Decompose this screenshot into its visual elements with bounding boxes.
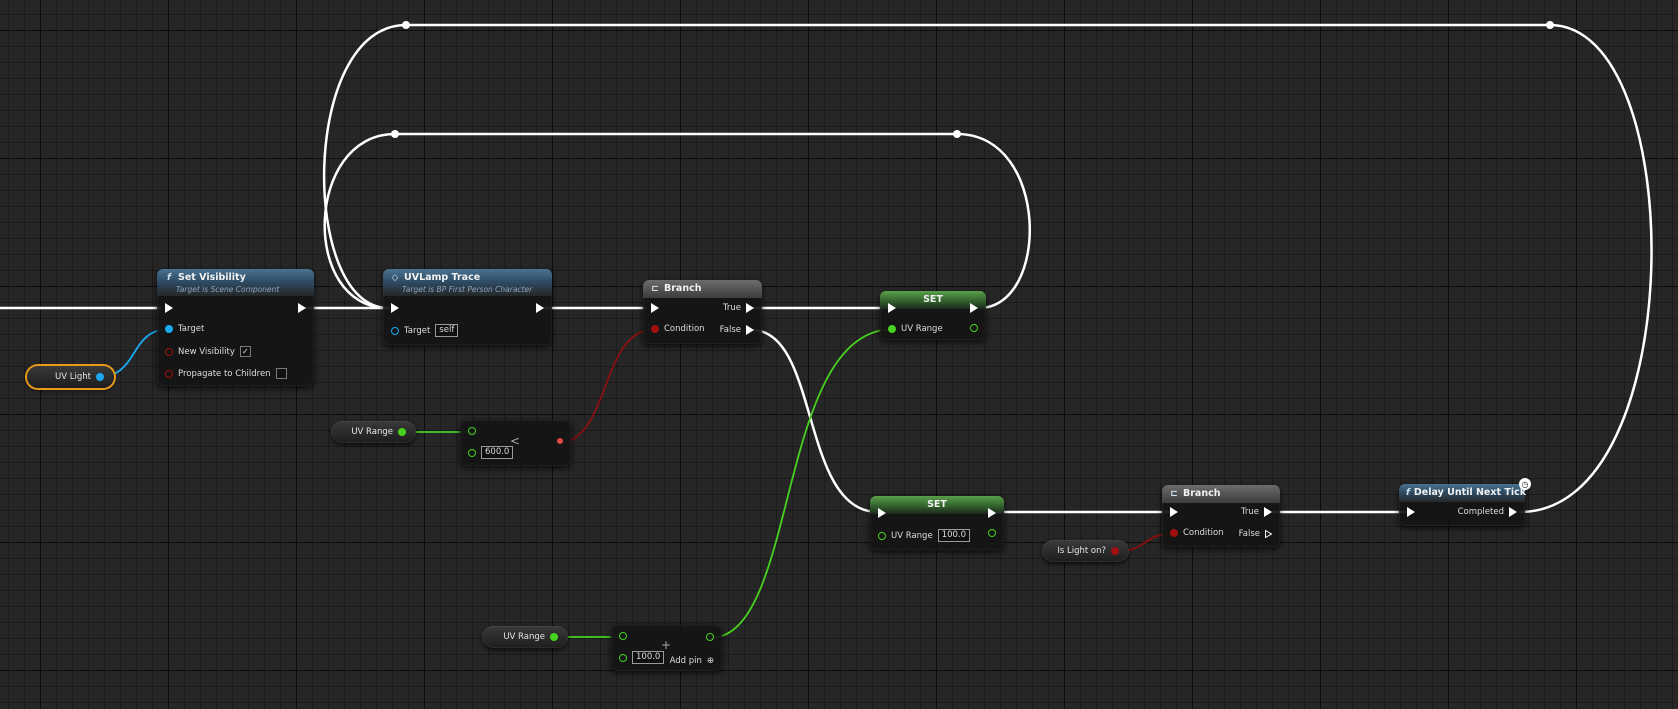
uv-range-variable-node[interactable]: UV Range bbox=[331, 421, 416, 443]
float-output-pin[interactable] bbox=[550, 633, 558, 641]
exec-output-pin[interactable] bbox=[970, 303, 978, 313]
clock-icon: ◷ bbox=[1519, 478, 1531, 490]
branch-node-1[interactable]: ⊏ Branch True Condition False bbox=[643, 280, 762, 344]
exec-input-pin[interactable] bbox=[1407, 507, 1415, 517]
node-header: ⊏ Branch bbox=[643, 280, 762, 298]
b-value-field[interactable]: 100.0 bbox=[632, 651, 665, 664]
branch-icon: ⊏ bbox=[1170, 489, 1178, 499]
reroute-knot bbox=[1546, 21, 1554, 29]
is-light-on-variable-node[interactable]: Is Light on? bbox=[1042, 540, 1129, 562]
function-icon: f bbox=[1406, 488, 1410, 498]
set-visibility-node[interactable]: f Set Visibility Target is Scene Componen… bbox=[157, 269, 314, 386]
a-input-pin[interactable] bbox=[468, 427, 476, 435]
variable-label: UV Range bbox=[503, 632, 545, 642]
exec-wire-delay-loop-back bbox=[322, 23, 1653, 514]
branch-node-2[interactable]: ⊏ Branch True Condition False bbox=[1162, 485, 1280, 547]
bool-output-pin[interactable] bbox=[557, 438, 563, 444]
add-symbol: + bbox=[661, 638, 672, 652]
true-exec-output-pin[interactable]: True bbox=[1241, 507, 1272, 517]
node-header: ◇ UVLamp Trace Target is BP First Person … bbox=[383, 269, 552, 296]
exec-input-pin[interactable] bbox=[165, 303, 173, 313]
node-title: Branch bbox=[664, 283, 702, 294]
float-output-pin[interactable] bbox=[398, 428, 406, 436]
uv-range-input-pin[interactable]: UV Range bbox=[888, 324, 943, 334]
reroute-knot bbox=[391, 130, 399, 138]
node-header: SET bbox=[880, 291, 986, 309]
exec-output-pin[interactable] bbox=[988, 508, 996, 518]
node-header: ⊏ Branch bbox=[1162, 485, 1280, 503]
propagate-to-children-pin[interactable]: Propagate to Children bbox=[165, 368, 287, 379]
variable-label: UV Light bbox=[55, 372, 91, 382]
uv-light-variable-node[interactable]: UV Light bbox=[27, 366, 114, 388]
node-title: Delay Until Next Tick bbox=[1413, 487, 1527, 498]
add-node[interactable]: 100.0 + Add pin⊕ bbox=[611, 625, 722, 671]
node-title: Set Visibility bbox=[178, 272, 246, 283]
plus-circle-icon: ⊕ bbox=[706, 656, 714, 666]
uv-range-output-pin[interactable] bbox=[970, 324, 978, 332]
bool-output-pin[interactable] bbox=[1111, 547, 1119, 555]
target-field[interactable]: self bbox=[435, 324, 459, 337]
less-than-symbol: < bbox=[510, 434, 521, 448]
true-exec-output-pin[interactable]: True bbox=[723, 303, 754, 313]
node-subtitle: Target is BP First Person Character bbox=[402, 285, 533, 294]
node-title: SET bbox=[927, 499, 947, 510]
exec-wire-branch-false-to-set bbox=[750, 328, 880, 514]
uv-range-variable-node[interactable]: UV Range bbox=[482, 626, 568, 648]
node-header: SET bbox=[870, 496, 1004, 514]
object-output-pin[interactable] bbox=[96, 373, 104, 381]
node-subtitle: Target is Scene Component bbox=[176, 285, 280, 294]
variable-label: UV Range bbox=[351, 427, 393, 437]
exec-input-pin[interactable] bbox=[888, 303, 896, 313]
new-visibility-checkbox[interactable]: ✓ bbox=[239, 346, 251, 357]
uv-range-value-field[interactable]: 100.0 bbox=[937, 529, 971, 542]
branch-icon: ⊏ bbox=[651, 284, 659, 294]
exec-input-pin[interactable] bbox=[651, 303, 659, 313]
uv-range-output-pin[interactable] bbox=[988, 529, 996, 537]
variable-label: Is Light on? bbox=[1057, 546, 1106, 556]
float-output-pin[interactable] bbox=[706, 633, 714, 641]
reroute-knot bbox=[953, 130, 961, 138]
function-icon: f bbox=[167, 273, 171, 283]
exec-input-pin[interactable] bbox=[1170, 507, 1178, 517]
a-input-pin[interactable] bbox=[619, 632, 627, 640]
propagate-checkbox[interactable] bbox=[275, 368, 287, 379]
node-title: Branch bbox=[1183, 488, 1221, 499]
set-uv-range-node-1[interactable]: SET UV Range bbox=[880, 291, 986, 340]
b-input-pin[interactable]: 600.0 bbox=[468, 446, 514, 459]
event-diamond-icon: ◇ bbox=[391, 273, 399, 283]
bool-wire-less-to-condition bbox=[557, 328, 656, 444]
add-pin-button[interactable]: Add pin⊕ bbox=[669, 656, 714, 666]
exec-input-pin[interactable] bbox=[391, 303, 399, 313]
node-header: f Set Visibility Target is Scene Componen… bbox=[157, 269, 314, 296]
node-title: UVLamp Trace bbox=[404, 272, 481, 283]
uvlamp-trace-node[interactable]: ◇ UVLamp Trace Target is BP First Person … bbox=[383, 269, 552, 345]
exec-output-pin[interactable] bbox=[298, 303, 306, 313]
reroute-knot bbox=[402, 21, 410, 29]
b-value-field[interactable]: 600.0 bbox=[481, 446, 514, 459]
new-visibility-pin[interactable]: New Visibility✓ bbox=[165, 346, 251, 357]
less-than-node[interactable]: 600.0 < bbox=[460, 420, 571, 466]
node-title: SET bbox=[923, 294, 943, 305]
b-input-pin[interactable]: 100.0 bbox=[619, 651, 665, 664]
condition-pin[interactable]: Condition bbox=[651, 324, 705, 334]
completed-exec-output-pin[interactable]: Completed bbox=[1458, 507, 1517, 517]
false-exec-output-pin[interactable]: False bbox=[1239, 529, 1272, 539]
false-exec-output-pin[interactable]: False bbox=[720, 325, 754, 335]
float-wire-add-to-set bbox=[709, 328, 895, 639]
exec-wire-set-loop-back bbox=[323, 132, 1032, 310]
exec-input-pin[interactable] bbox=[878, 508, 886, 518]
condition-pin[interactable]: Condition bbox=[1170, 528, 1224, 538]
exec-output-pin[interactable] bbox=[536, 303, 544, 313]
target-pin[interactable]: Target bbox=[165, 324, 204, 334]
